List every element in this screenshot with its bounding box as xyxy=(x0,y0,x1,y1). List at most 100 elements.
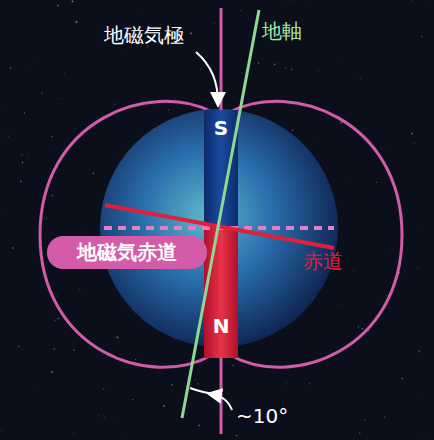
star xyxy=(115,420,117,422)
star xyxy=(57,318,58,319)
star xyxy=(73,350,74,351)
star xyxy=(283,3,285,5)
magnetic-pole-label: 地磁気極 xyxy=(104,22,184,49)
star xyxy=(411,133,413,135)
equator-label: 赤道 xyxy=(303,248,343,275)
star xyxy=(228,414,230,416)
star xyxy=(412,0,413,1)
star xyxy=(73,433,74,434)
star xyxy=(414,142,415,143)
star xyxy=(292,129,294,131)
star xyxy=(385,151,387,153)
magnet-north-half xyxy=(204,226,238,358)
star xyxy=(18,346,20,348)
star xyxy=(419,392,421,394)
star xyxy=(155,109,157,111)
rotation-axis-label: 地軸 xyxy=(262,18,302,45)
star xyxy=(58,98,59,99)
star xyxy=(353,270,354,271)
star xyxy=(358,326,359,327)
star xyxy=(79,288,81,290)
node-text: 地磁気赤道 xyxy=(77,239,177,266)
star xyxy=(338,304,340,306)
star xyxy=(76,21,78,23)
star xyxy=(126,54,128,56)
star xyxy=(418,350,420,352)
star xyxy=(57,5,59,7)
star xyxy=(30,70,32,72)
star xyxy=(5,107,7,109)
star xyxy=(284,384,286,386)
star xyxy=(342,59,344,61)
star xyxy=(376,182,377,183)
star xyxy=(417,267,418,268)
star xyxy=(0,214,1,215)
star xyxy=(93,172,95,174)
star xyxy=(268,43,270,45)
magnet-pole-s: S xyxy=(204,110,238,146)
star xyxy=(98,415,99,416)
star xyxy=(72,0,74,2)
star xyxy=(364,419,365,420)
star xyxy=(240,10,241,11)
star xyxy=(116,336,118,338)
star xyxy=(200,68,201,69)
star xyxy=(103,388,104,389)
star xyxy=(143,11,145,13)
star xyxy=(33,387,35,389)
rotation-axis xyxy=(182,10,259,418)
star xyxy=(236,435,237,436)
star xyxy=(214,22,215,23)
star xyxy=(384,417,385,418)
star xyxy=(51,136,52,137)
star xyxy=(10,67,12,69)
star xyxy=(48,144,50,146)
star xyxy=(163,405,165,407)
star xyxy=(46,218,47,219)
star xyxy=(24,112,25,113)
star xyxy=(54,320,56,322)
star xyxy=(274,63,276,65)
star xyxy=(401,378,403,380)
star xyxy=(359,432,361,434)
star xyxy=(86,232,87,233)
star xyxy=(286,382,288,384)
star xyxy=(340,122,342,124)
pole-pointer xyxy=(196,52,218,104)
star xyxy=(171,384,173,386)
star xyxy=(314,140,316,142)
star xyxy=(103,416,105,418)
star xyxy=(27,156,29,158)
star xyxy=(317,70,319,72)
star xyxy=(190,32,192,34)
star xyxy=(198,425,200,427)
star xyxy=(41,93,43,95)
node-text: S xyxy=(214,116,228,140)
star xyxy=(114,103,116,105)
star xyxy=(362,328,364,330)
stars xyxy=(0,0,425,439)
star xyxy=(22,162,23,163)
magnetic-equator-label-box: 地磁気赤道 xyxy=(47,236,207,269)
star xyxy=(258,62,260,64)
star xyxy=(195,379,196,380)
star xyxy=(386,295,387,296)
angle-pointer xyxy=(210,394,232,410)
star xyxy=(424,1,426,3)
star xyxy=(347,180,349,182)
star xyxy=(285,67,287,69)
star xyxy=(197,383,198,384)
star xyxy=(1,430,2,431)
star xyxy=(421,36,423,38)
star xyxy=(423,432,425,434)
star xyxy=(387,249,389,251)
star xyxy=(51,371,53,373)
star xyxy=(12,247,14,249)
star xyxy=(168,109,169,110)
star xyxy=(35,62,37,64)
star xyxy=(22,154,23,155)
star xyxy=(305,6,307,8)
star xyxy=(309,383,310,384)
star xyxy=(72,16,74,18)
